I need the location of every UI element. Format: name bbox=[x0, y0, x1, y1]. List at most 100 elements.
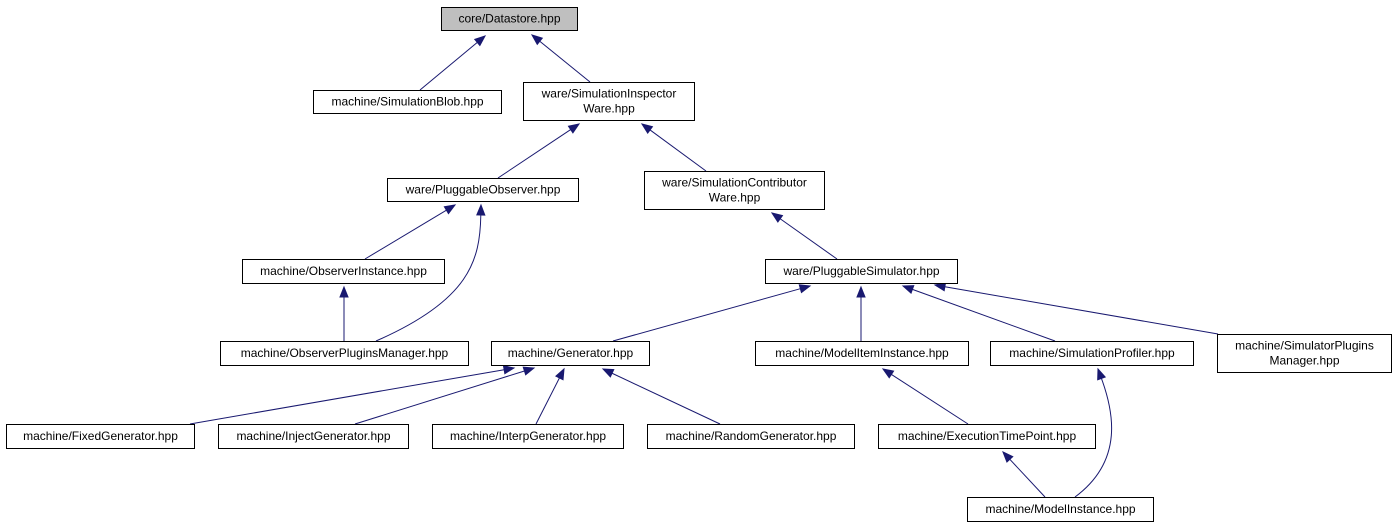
node-fixedgen[interactable]: machine/FixedGenerator.hpp bbox=[6, 424, 195, 449]
arrowhead bbox=[522, 366, 536, 376]
node-modelinstance[interactable]: machine/ModelInstance.hpp bbox=[967, 497, 1154, 522]
edge-simprofiler-to-pluggablesimulator bbox=[901, 285, 1056, 342]
node-box[interactable] bbox=[644, 171, 825, 210]
node-label: ware/PluggableObserver.hpp bbox=[405, 183, 561, 197]
edge-injectgen-to-generator bbox=[354, 366, 536, 425]
node-pluggableobserver[interactable]: ware/PluggableObserver.hpp bbox=[387, 178, 579, 202]
node-label: Manager.hpp bbox=[1269, 354, 1339, 368]
node-label: machine/ObserverPluginsManager.hpp bbox=[241, 346, 449, 360]
arrowhead bbox=[473, 35, 487, 47]
node-box[interactable] bbox=[755, 341, 969, 366]
edge-pluggablesimulator-to-simcontributor bbox=[770, 212, 838, 260]
edge-line bbox=[497, 129, 571, 179]
node-pluggablesimulator[interactable]: ware/PluggableSimulator.hpp bbox=[765, 259, 958, 284]
arrowhead bbox=[881, 368, 895, 379]
arrowhead bbox=[601, 368, 615, 378]
edge-observerinstance-to-pluggableobserver bbox=[364, 204, 457, 260]
arrowhead bbox=[770, 212, 784, 223]
node-box[interactable] bbox=[967, 497, 1154, 522]
arrowhead bbox=[339, 285, 349, 298]
node-box[interactable] bbox=[990, 341, 1194, 366]
arrowhead bbox=[567, 123, 581, 134]
node-randomgen[interactable]: machine/RandomGenerator.hpp bbox=[647, 424, 855, 449]
node-label: machine/InterpGenerator.hpp bbox=[450, 429, 606, 443]
arrowhead bbox=[798, 284, 812, 294]
edge-generator-to-pluggablesimulator bbox=[612, 284, 812, 342]
edge-line bbox=[364, 209, 447, 260]
node-box[interactable] bbox=[647, 424, 855, 449]
node-box[interactable] bbox=[765, 259, 958, 284]
node-label: machine/InjectGenerator.hpp bbox=[236, 429, 390, 443]
node-label: ware/SimulationContributor bbox=[661, 176, 807, 190]
edge-line bbox=[891, 374, 969, 425]
edge-fixedgen-to-generator bbox=[189, 365, 516, 425]
arrowhead bbox=[443, 204, 457, 215]
arrowhead bbox=[856, 285, 866, 298]
edge-line bbox=[535, 377, 560, 425]
edge-siminspector-to-datastore bbox=[530, 34, 591, 83]
node-observerinstance[interactable]: machine/ObserverInstance.hpp bbox=[242, 259, 445, 284]
edge-exectimepoint-to-modeliteminstance bbox=[881, 368, 969, 425]
arrowhead bbox=[640, 123, 654, 135]
node-generator[interactable]: machine/Generator.hpp bbox=[491, 341, 650, 366]
node-box[interactable] bbox=[220, 341, 469, 366]
edge-modelinstance-to-simprofiler bbox=[1074, 367, 1113, 498]
edge-line bbox=[779, 218, 838, 260]
node-box[interactable] bbox=[1217, 334, 1392, 373]
node-label: machine/ObserverInstance.hpp bbox=[260, 264, 427, 278]
arrowhead bbox=[901, 285, 915, 295]
arrowhead bbox=[502, 365, 516, 375]
node-simblob[interactable]: machine/SimulationBlob.hpp bbox=[313, 90, 502, 114]
arrowhead bbox=[1002, 451, 1014, 463]
node-box[interactable] bbox=[242, 259, 445, 284]
node-box[interactable] bbox=[441, 7, 578, 31]
node-datastore[interactable]: core/Datastore.hpp bbox=[441, 7, 578, 31]
node-injectgen[interactable]: machine/InjectGenerator.hpp bbox=[218, 424, 409, 449]
edge-line bbox=[612, 288, 801, 342]
node-label: machine/SimulationBlob.hpp bbox=[331, 95, 483, 109]
node-simprofiler[interactable]: machine/SimulationProfiler.hpp bbox=[990, 341, 1194, 366]
edge-line bbox=[611, 372, 721, 425]
edge-observerplugins-to-observerinstance bbox=[339, 285, 349, 341]
node-box[interactable] bbox=[218, 424, 409, 449]
edge-line bbox=[419, 42, 478, 91]
node-label: machine/FixedGenerator.hpp bbox=[23, 429, 178, 443]
node-label: machine/ModelInstance.hpp bbox=[985, 502, 1135, 516]
node-interpgen[interactable]: machine/InterpGenerator.hpp bbox=[432, 424, 624, 449]
edge-simblob-to-datastore bbox=[419, 35, 487, 91]
node-box[interactable] bbox=[6, 424, 195, 449]
edge-line bbox=[944, 286, 1219, 335]
arrowhead bbox=[1097, 367, 1107, 381]
node-label: ware/SimulationInspector bbox=[541, 87, 677, 101]
edge-pluggableobserver-to-siminspector bbox=[497, 123, 581, 179]
edges-layer bbox=[189, 34, 1219, 498]
edge-observerplugins-to-pluggableobserver bbox=[375, 203, 486, 342]
node-label: machine/SimulationProfiler.hpp bbox=[1009, 346, 1175, 360]
node-box[interactable] bbox=[432, 424, 624, 449]
nodes-layer: core/Datastore.hpp machine/SimulationBlob… bbox=[6, 7, 1392, 522]
edge-line bbox=[1074, 378, 1113, 498]
edge-line bbox=[375, 214, 482, 342]
node-exectimepoint[interactable]: machine/ExecutionTimePoint.hpp bbox=[878, 424, 1096, 449]
arrowhead bbox=[555, 367, 565, 381]
node-box[interactable] bbox=[523, 82, 695, 121]
edge-modeliteminstance-to-pluggablesimulator bbox=[856, 285, 866, 341]
node-label: ware/PluggableSimulator.hpp bbox=[782, 264, 939, 278]
node-box[interactable] bbox=[387, 178, 579, 202]
node-label: machine/ExecutionTimePoint.hpp bbox=[898, 429, 1077, 443]
node-label: Ware.hpp bbox=[583, 102, 635, 116]
edge-randomgen-to-generator bbox=[601, 368, 721, 425]
edge-line bbox=[649, 129, 707, 172]
node-label: machine/ModelItemInstance.hpp bbox=[775, 346, 949, 360]
edge-line bbox=[539, 40, 591, 83]
node-label: core/Datastore.hpp bbox=[458, 12, 560, 26]
node-box[interactable] bbox=[313, 90, 502, 114]
node-box[interactable] bbox=[878, 424, 1096, 449]
node-observerplugins[interactable]: machine/ObserverPluginsManager.hpp bbox=[220, 341, 469, 366]
node-box[interactable] bbox=[491, 341, 650, 366]
edge-line bbox=[354, 370, 525, 425]
node-modeliteminstance[interactable]: machine/ModelItemInstance.hpp bbox=[755, 341, 969, 366]
